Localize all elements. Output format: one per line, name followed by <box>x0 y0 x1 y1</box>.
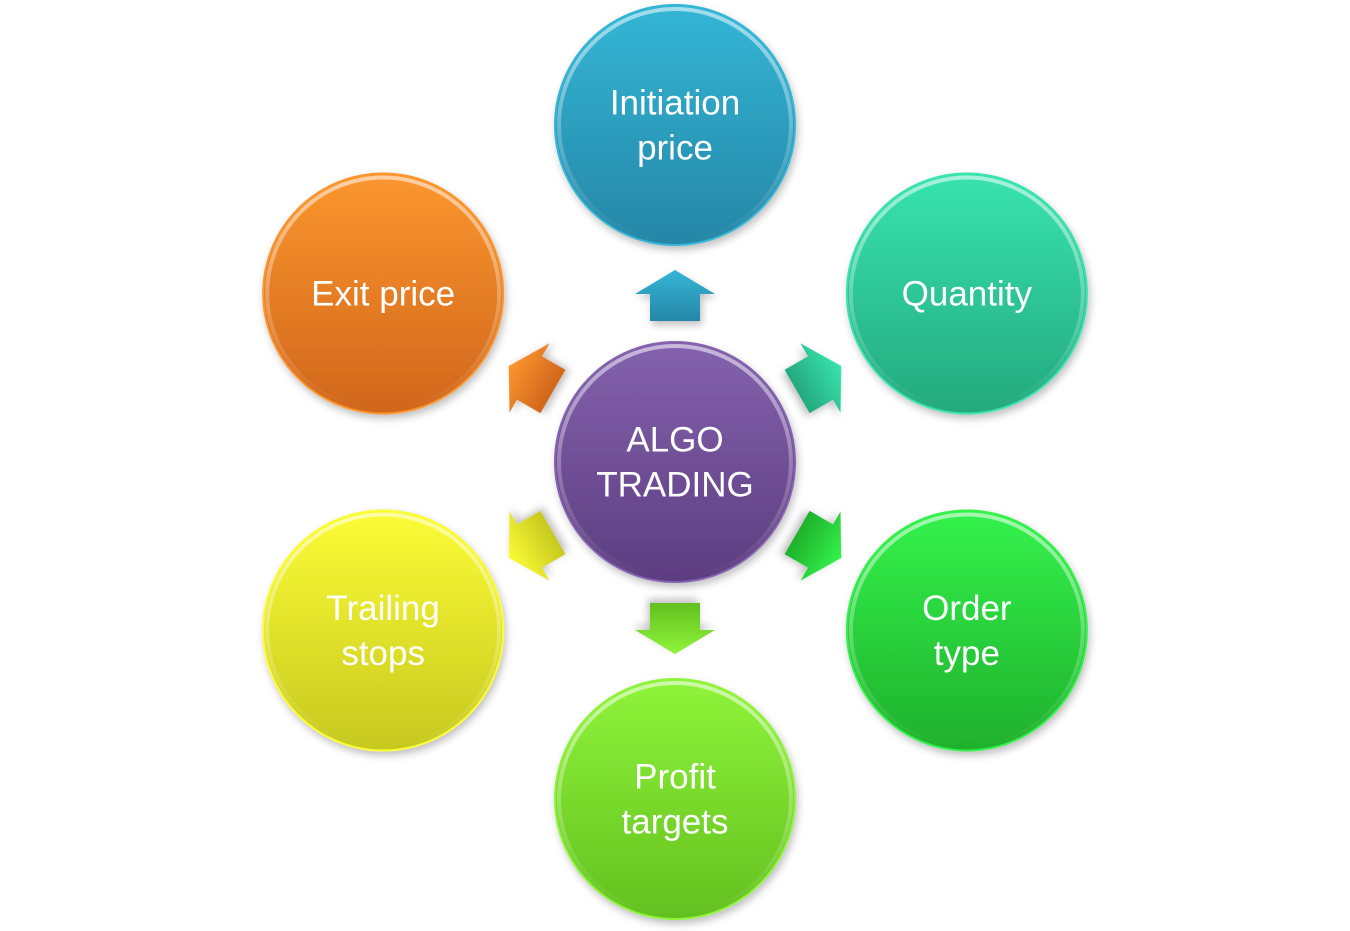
initiation-price-node: Initiation price <box>554 4 796 246</box>
quantity-node: Quantity <box>845 172 1088 415</box>
algo-trading-center-label-line: ALGO <box>626 421 723 460</box>
exit-price-arrow-icon <box>508 343 566 414</box>
trailing-stops-label-line: Trailing <box>326 589 439 628</box>
initiation-price-label-line: price <box>637 129 713 168</box>
initiation-price-arrow-icon <box>635 270 715 321</box>
order-type-node: Order type <box>845 509 1088 752</box>
exit-price-node: Exit price <box>262 172 505 415</box>
exit-price-label: Exit price <box>311 275 455 314</box>
algo-trading-center-label-line: TRADING <box>596 466 754 505</box>
initiation-price-label-line: Initiation <box>610 84 740 123</box>
order-type-label-line: type <box>934 634 1000 673</box>
trailing-stops-rim-highlight <box>265 512 502 749</box>
profit-targets-arrow-icon <box>635 603 715 654</box>
profit-targets-rim-highlight <box>557 681 793 917</box>
algo-trading-center-rim-highlight <box>557 344 793 580</box>
trailing-stops-label-line: stops <box>341 634 425 673</box>
profit-targets-label-line: targets <box>622 803 729 842</box>
profit-targets-label-line: Profit <box>634 758 716 797</box>
quantity-label-line: Quantity <box>902 275 1033 314</box>
trailing-stops-circle <box>262 509 505 752</box>
order-type-rim-highlight <box>848 512 1085 749</box>
algo-trading-center-circle <box>554 341 796 583</box>
trailing-stops-label: Trailing stops <box>326 589 439 673</box>
exit-price-rim-highlight <box>265 175 502 412</box>
order-type-label-line: Order <box>922 589 1012 628</box>
quantity-label: Quantity <box>902 275 1033 314</box>
exit-price-circle <box>262 172 505 415</box>
quantity-rim-highlight <box>848 175 1085 412</box>
profit-targets-node: Profit targets <box>554 678 796 920</box>
order-type-label: Order type <box>922 589 1012 673</box>
algo-trading-center-node: ALGO TRADING <box>554 341 796 583</box>
initiation-price-rim-highlight <box>557 7 793 243</box>
initiation-price-label: Initiation price <box>610 84 740 168</box>
trailing-stops-arrow-icon <box>508 510 566 581</box>
profit-targets-circle <box>554 678 796 920</box>
order-type-circle <box>845 509 1088 752</box>
trailing-stops-node: Trailing stops <box>262 509 505 752</box>
quantity-circle <box>845 172 1088 415</box>
order-type-arrow-icon <box>784 510 842 581</box>
profit-targets-label: Profit targets <box>622 758 729 842</box>
initiation-price-circle <box>554 4 796 246</box>
algo-trading-center-label: ALGO TRADING <box>596 421 754 505</box>
quantity-arrow-icon <box>784 343 842 414</box>
exit-price-label-line: Exit price <box>311 275 455 314</box>
